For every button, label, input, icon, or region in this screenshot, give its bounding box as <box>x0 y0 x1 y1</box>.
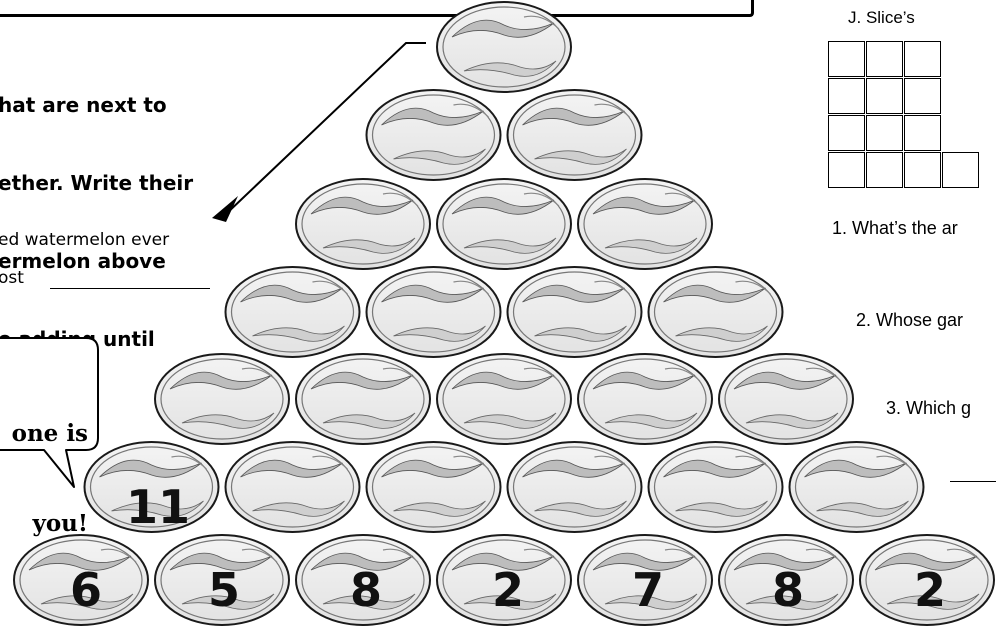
watermelon <box>365 89 502 181</box>
melon-number: 8 <box>349 563 382 617</box>
grid-cell <box>942 152 979 188</box>
watermelon <box>436 178 572 270</box>
watermelon <box>436 1 572 93</box>
speech-line-1: one is <box>11 420 88 447</box>
watermelon <box>436 353 572 445</box>
watermelon <box>647 266 784 358</box>
watermelon <box>506 266 643 358</box>
grid-cell <box>828 78 865 114</box>
instruction-line: ether. Write their <box>0 171 194 195</box>
most-label: ost <box>0 268 24 288</box>
melon-number: 5 <box>207 563 240 617</box>
grid-cell <box>866 41 903 77</box>
watermelon <box>506 441 643 533</box>
watermelon <box>577 353 713 445</box>
grid-cell <box>828 115 865 151</box>
watermelon <box>154 534 290 626</box>
watermelon <box>365 266 502 358</box>
watermelon <box>859 534 995 626</box>
answer-blank-right[interactable] <box>950 481 996 482</box>
watermelon <box>154 353 290 445</box>
melon-number: 6 <box>69 563 102 617</box>
grid-cell <box>866 115 903 151</box>
question-2: 2. Whose gar <box>856 310 964 330</box>
arrow-head-icon <box>212 196 238 222</box>
watermelon <box>365 441 502 533</box>
melon-number: 8 <box>771 563 804 617</box>
watermelon <box>83 441 220 533</box>
watermelon <box>295 353 431 445</box>
watermelon <box>506 89 643 181</box>
watermelon <box>718 534 854 626</box>
grid-cell <box>866 78 903 114</box>
biggest-watermelon-text: ed watermelon ever <box>0 230 170 250</box>
grid-cell <box>904 78 941 114</box>
grid-title: J. Slice’s <box>848 8 915 27</box>
grid-cell <box>904 115 941 151</box>
speech-bubble <box>0 337 99 488</box>
speech-line-2: you! <box>32 510 88 537</box>
melon-number: 7 <box>631 563 664 617</box>
watermelon <box>224 441 361 533</box>
melon-number: 2 <box>913 563 946 617</box>
grid-cell <box>904 152 941 188</box>
instruction-line: hat are next to <box>0 93 167 117</box>
watermelon <box>224 266 361 358</box>
watermelon <box>577 178 713 270</box>
question-3: 3. Which g <box>886 398 972 418</box>
question-1: 1. What’s the ar <box>832 218 958 238</box>
top-frame-border <box>0 0 754 17</box>
melon-number: 11 <box>125 480 190 534</box>
grid-cell <box>828 152 865 188</box>
watermelon <box>577 534 713 626</box>
watermelon <box>436 534 572 626</box>
instruction-line: ermelon above <box>0 249 166 273</box>
watermelon <box>295 178 431 270</box>
watermelon <box>295 534 431 626</box>
grid-cell <box>904 41 941 77</box>
answer-blank[interactable] <box>50 288 210 289</box>
watermelon-pyramid <box>13 1 995 626</box>
melon-number: 2 <box>491 563 524 617</box>
grid-cell <box>866 152 903 188</box>
grid-cell <box>828 41 865 77</box>
watermelon <box>647 441 784 533</box>
watermelon <box>718 353 854 445</box>
instructions-block: hat are next to ether. Write their ermel… <box>0 40 258 482</box>
watermelon <box>13 534 149 626</box>
watermelon <box>788 441 925 533</box>
speech-bubble-text: one is you! <box>0 359 88 599</box>
pointer-line <box>224 42 426 216</box>
